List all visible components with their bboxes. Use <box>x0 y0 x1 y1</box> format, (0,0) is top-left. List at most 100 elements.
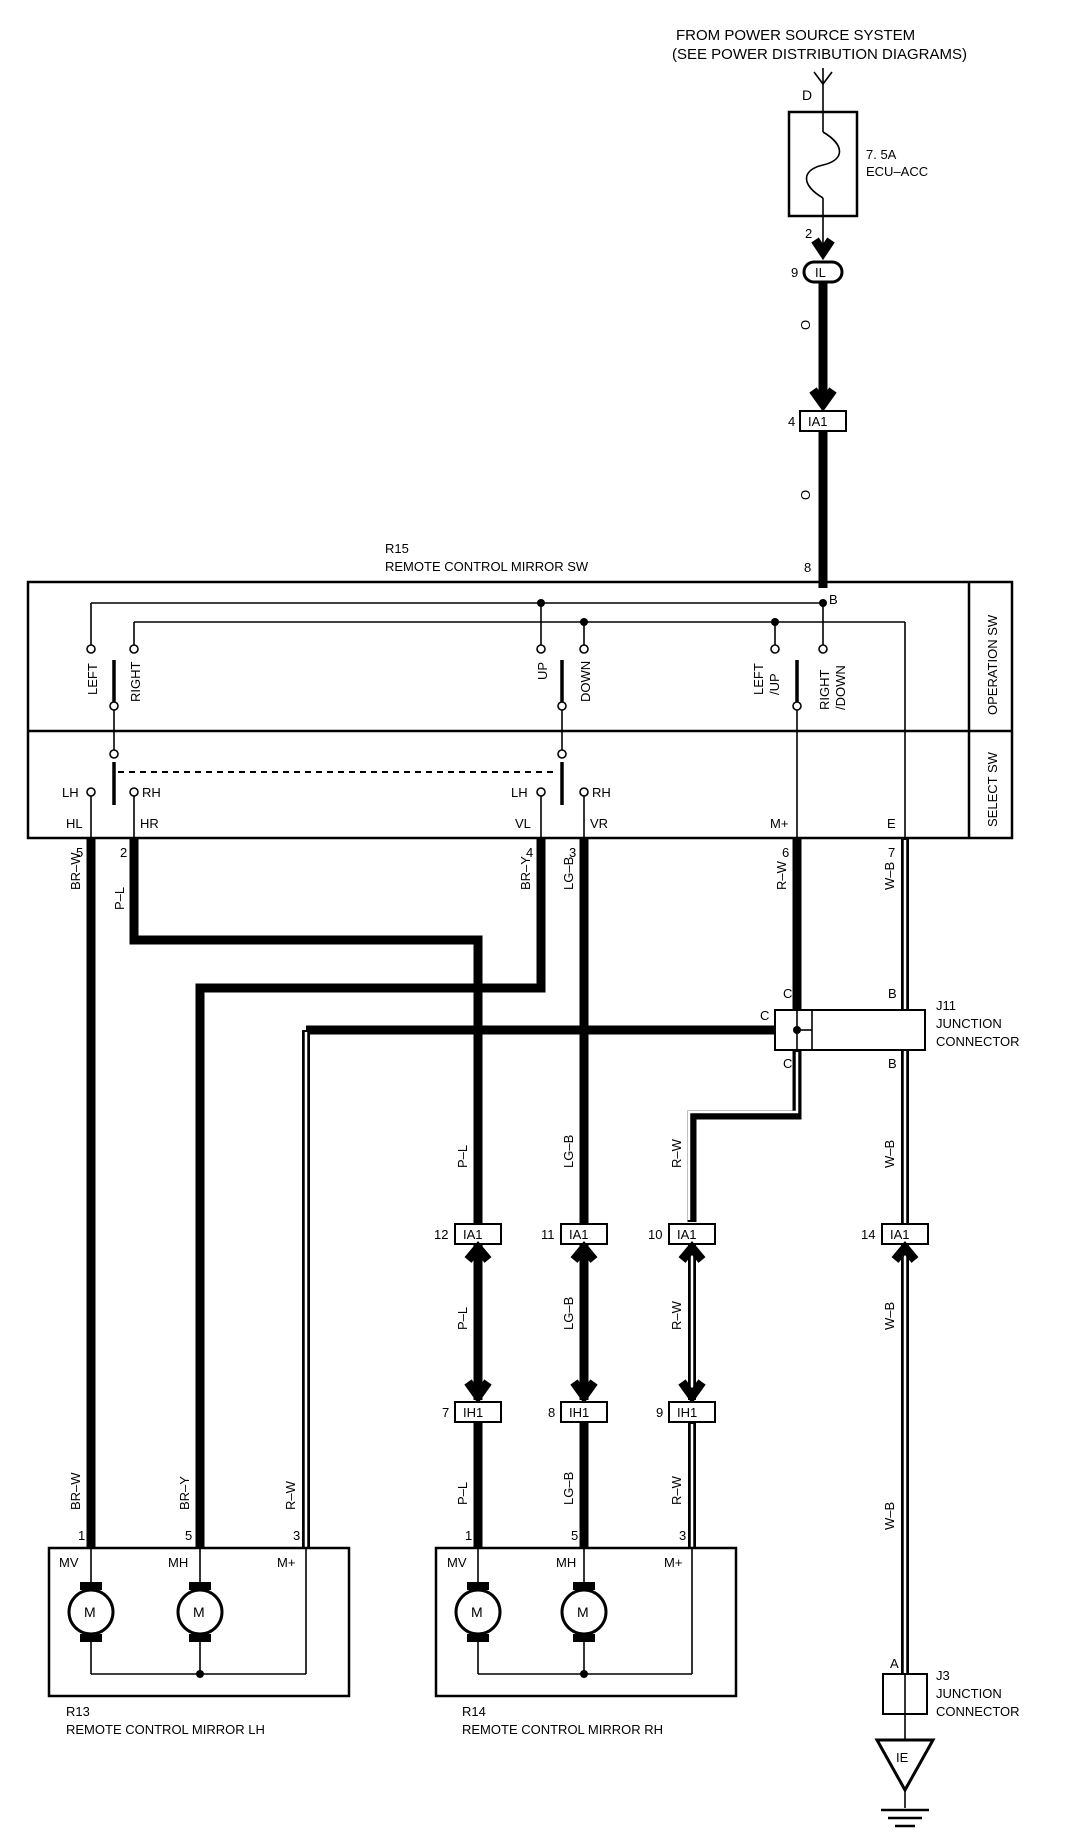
ia1-ih1-wires <box>464 1240 919 1404</box>
pin-vr: 3 <box>569 845 576 860</box>
ia1-row <box>454 1223 929 1245</box>
ia1-10-label: IA1 <box>677 1227 697 1242</box>
label-w-b-1: W–B <box>882 862 897 890</box>
lh-term-m-plus: M+ <box>277 1555 295 1570</box>
contact-left-up-1: LEFT <box>751 663 766 695</box>
label-r-w-1: R–W <box>774 860 789 890</box>
ih1-9-pin: 9 <box>656 1405 663 1420</box>
ground-label: IE <box>896 1750 909 1765</box>
j3-line1: JUNCTION <box>936 1686 1002 1701</box>
label-w-b-2: W–B <box>882 1140 897 1168</box>
rh-pin-5: 5 <box>571 1528 578 1543</box>
j3-line2: CONNECTOR <box>936 1704 1020 1719</box>
contact-left: LEFT <box>85 663 100 695</box>
wire-p-l <box>129 838 483 1224</box>
ih1-8-pin: 8 <box>548 1405 555 1420</box>
label-br-w-2: BR–W <box>68 1472 83 1510</box>
contact-right: RIGHT <box>128 662 143 703</box>
label-br-w-1: BR–W <box>68 852 83 890</box>
connector-j3 <box>882 1673 928 1740</box>
wire-o-2: O <box>798 490 813 500</box>
contact-right-down-2: /DOWN <box>833 665 848 710</box>
switch-pin-b: B <box>829 592 838 607</box>
header-line2: (SEE POWER DISTRIBUTION DIAGRAMS) <box>672 46 967 63</box>
select-sw-label: SELECT SW <box>985 751 1000 827</box>
label-lg-b-1: LG–B <box>561 857 576 890</box>
fuse-box <box>787 110 859 218</box>
rh-term-mv: MV <box>447 1555 467 1570</box>
motor-lh-mv: M <box>84 1604 96 1620</box>
j11-pin-b-bot: B <box>888 1056 897 1071</box>
header-line1: FROM POWER SOURCE SYSTEM <box>676 27 915 44</box>
ih1-7-pin: 7 <box>442 1405 449 1420</box>
label-r-w-4: R–W <box>283 1480 298 1510</box>
label-r-w-3: R–W <box>669 1300 684 1330</box>
label-p-l-1: P–L <box>112 887 127 910</box>
j11-line2: CONNECTOR <box>936 1034 1020 1049</box>
ground-symbol <box>874 1738 936 1828</box>
connector-ia1-top: IA1 <box>799 410 847 432</box>
switch-pin-b-num: 8 <box>804 560 811 575</box>
ih1-row <box>454 1401 716 1423</box>
j3-pin-a: A <box>890 1656 899 1671</box>
term-vl: VL <box>515 816 531 831</box>
connector-ia1-top-label: IA1 <box>808 414 828 429</box>
lh-term-mv: MV <box>59 1555 79 1570</box>
rh-pin-3: 3 <box>679 1528 686 1543</box>
connector-il: IL <box>802 260 844 284</box>
j3-ref: J3 <box>936 1668 950 1683</box>
switch-name: REMOTE CONTROL MIRROR SW <box>385 559 589 574</box>
lh-pin-3: 3 <box>293 1528 300 1543</box>
term-hr: HR <box>140 816 159 831</box>
fuse-rating: 7. 5A <box>866 147 897 162</box>
lh-pin-5: 5 <box>185 1528 192 1543</box>
j11-line1: JUNCTION <box>936 1016 1002 1031</box>
switch-ref: R15 <box>385 541 409 556</box>
label-lg-b-2: LG–B <box>561 1135 576 1168</box>
label-r-w-2: R–W <box>669 1138 684 1168</box>
label-lg-b-3: LG–B <box>561 1297 576 1330</box>
term-m-plus: M+ <box>770 816 788 831</box>
term-vr: VR <box>590 816 608 831</box>
select-lh-2: LH <box>511 785 528 800</box>
ia1-14-label: IA1 <box>890 1227 910 1242</box>
ih1-7-label: IH1 <box>463 1405 483 1420</box>
fuse-pin-out: 2 <box>805 226 812 241</box>
label-br-y-1: BR–Y <box>518 856 533 890</box>
ih1-9-label: IH1 <box>677 1405 697 1420</box>
contact-down: DOWN <box>578 661 593 702</box>
ia1-11-pin: 11 <box>541 1227 555 1242</box>
operation-sw-label: OPERATION SW <box>985 614 1000 715</box>
motor-lh-mh: M <box>193 1604 205 1620</box>
select-contacts <box>86 710 798 838</box>
mirror-lh-ref: R13 <box>66 1704 90 1719</box>
fuse-name: ECU–ACC <box>866 164 928 179</box>
rh-pin-1: 1 <box>465 1528 472 1543</box>
ia1-11-label: IA1 <box>569 1227 589 1242</box>
ia1-12-pin: 12 <box>434 1227 448 1242</box>
j11-pin-b-top: B <box>888 986 897 1001</box>
label-lg-b-4: LG–B <box>561 1472 576 1505</box>
wire-br-y <box>195 838 546 1548</box>
label-p-l-3: P–L <box>455 1307 470 1330</box>
connector-il-label: IL <box>815 265 826 280</box>
rh-term-m-plus: M+ <box>664 1555 682 1570</box>
connector-j11 <box>774 1009 926 1051</box>
select-rh-1: RH <box>142 785 161 800</box>
mirror-rh-name: REMOTE CONTROL MIRROR RH <box>462 1722 663 1737</box>
mirror-lh-name: REMOTE CONTROL MIRROR LH <box>66 1722 265 1737</box>
ia1-14-pin: 14 <box>861 1227 875 1242</box>
wire-o-1: O <box>798 320 813 330</box>
operation-contacts <box>86 644 828 711</box>
ih1-8-label: IH1 <box>569 1405 589 1420</box>
label-w-b-3: W–B <box>882 1302 897 1330</box>
connector-il-pin: 9 <box>791 265 798 280</box>
lh-pin-1: 1 <box>78 1528 85 1543</box>
contact-right-down-1: RIGHT <box>817 670 832 711</box>
j11-pin-c-left: C <box>760 1008 769 1023</box>
motor-rh-mv: M <box>471 1604 483 1620</box>
switch-box <box>26 580 1014 840</box>
label-p-l-4: P–L <box>455 1482 470 1505</box>
